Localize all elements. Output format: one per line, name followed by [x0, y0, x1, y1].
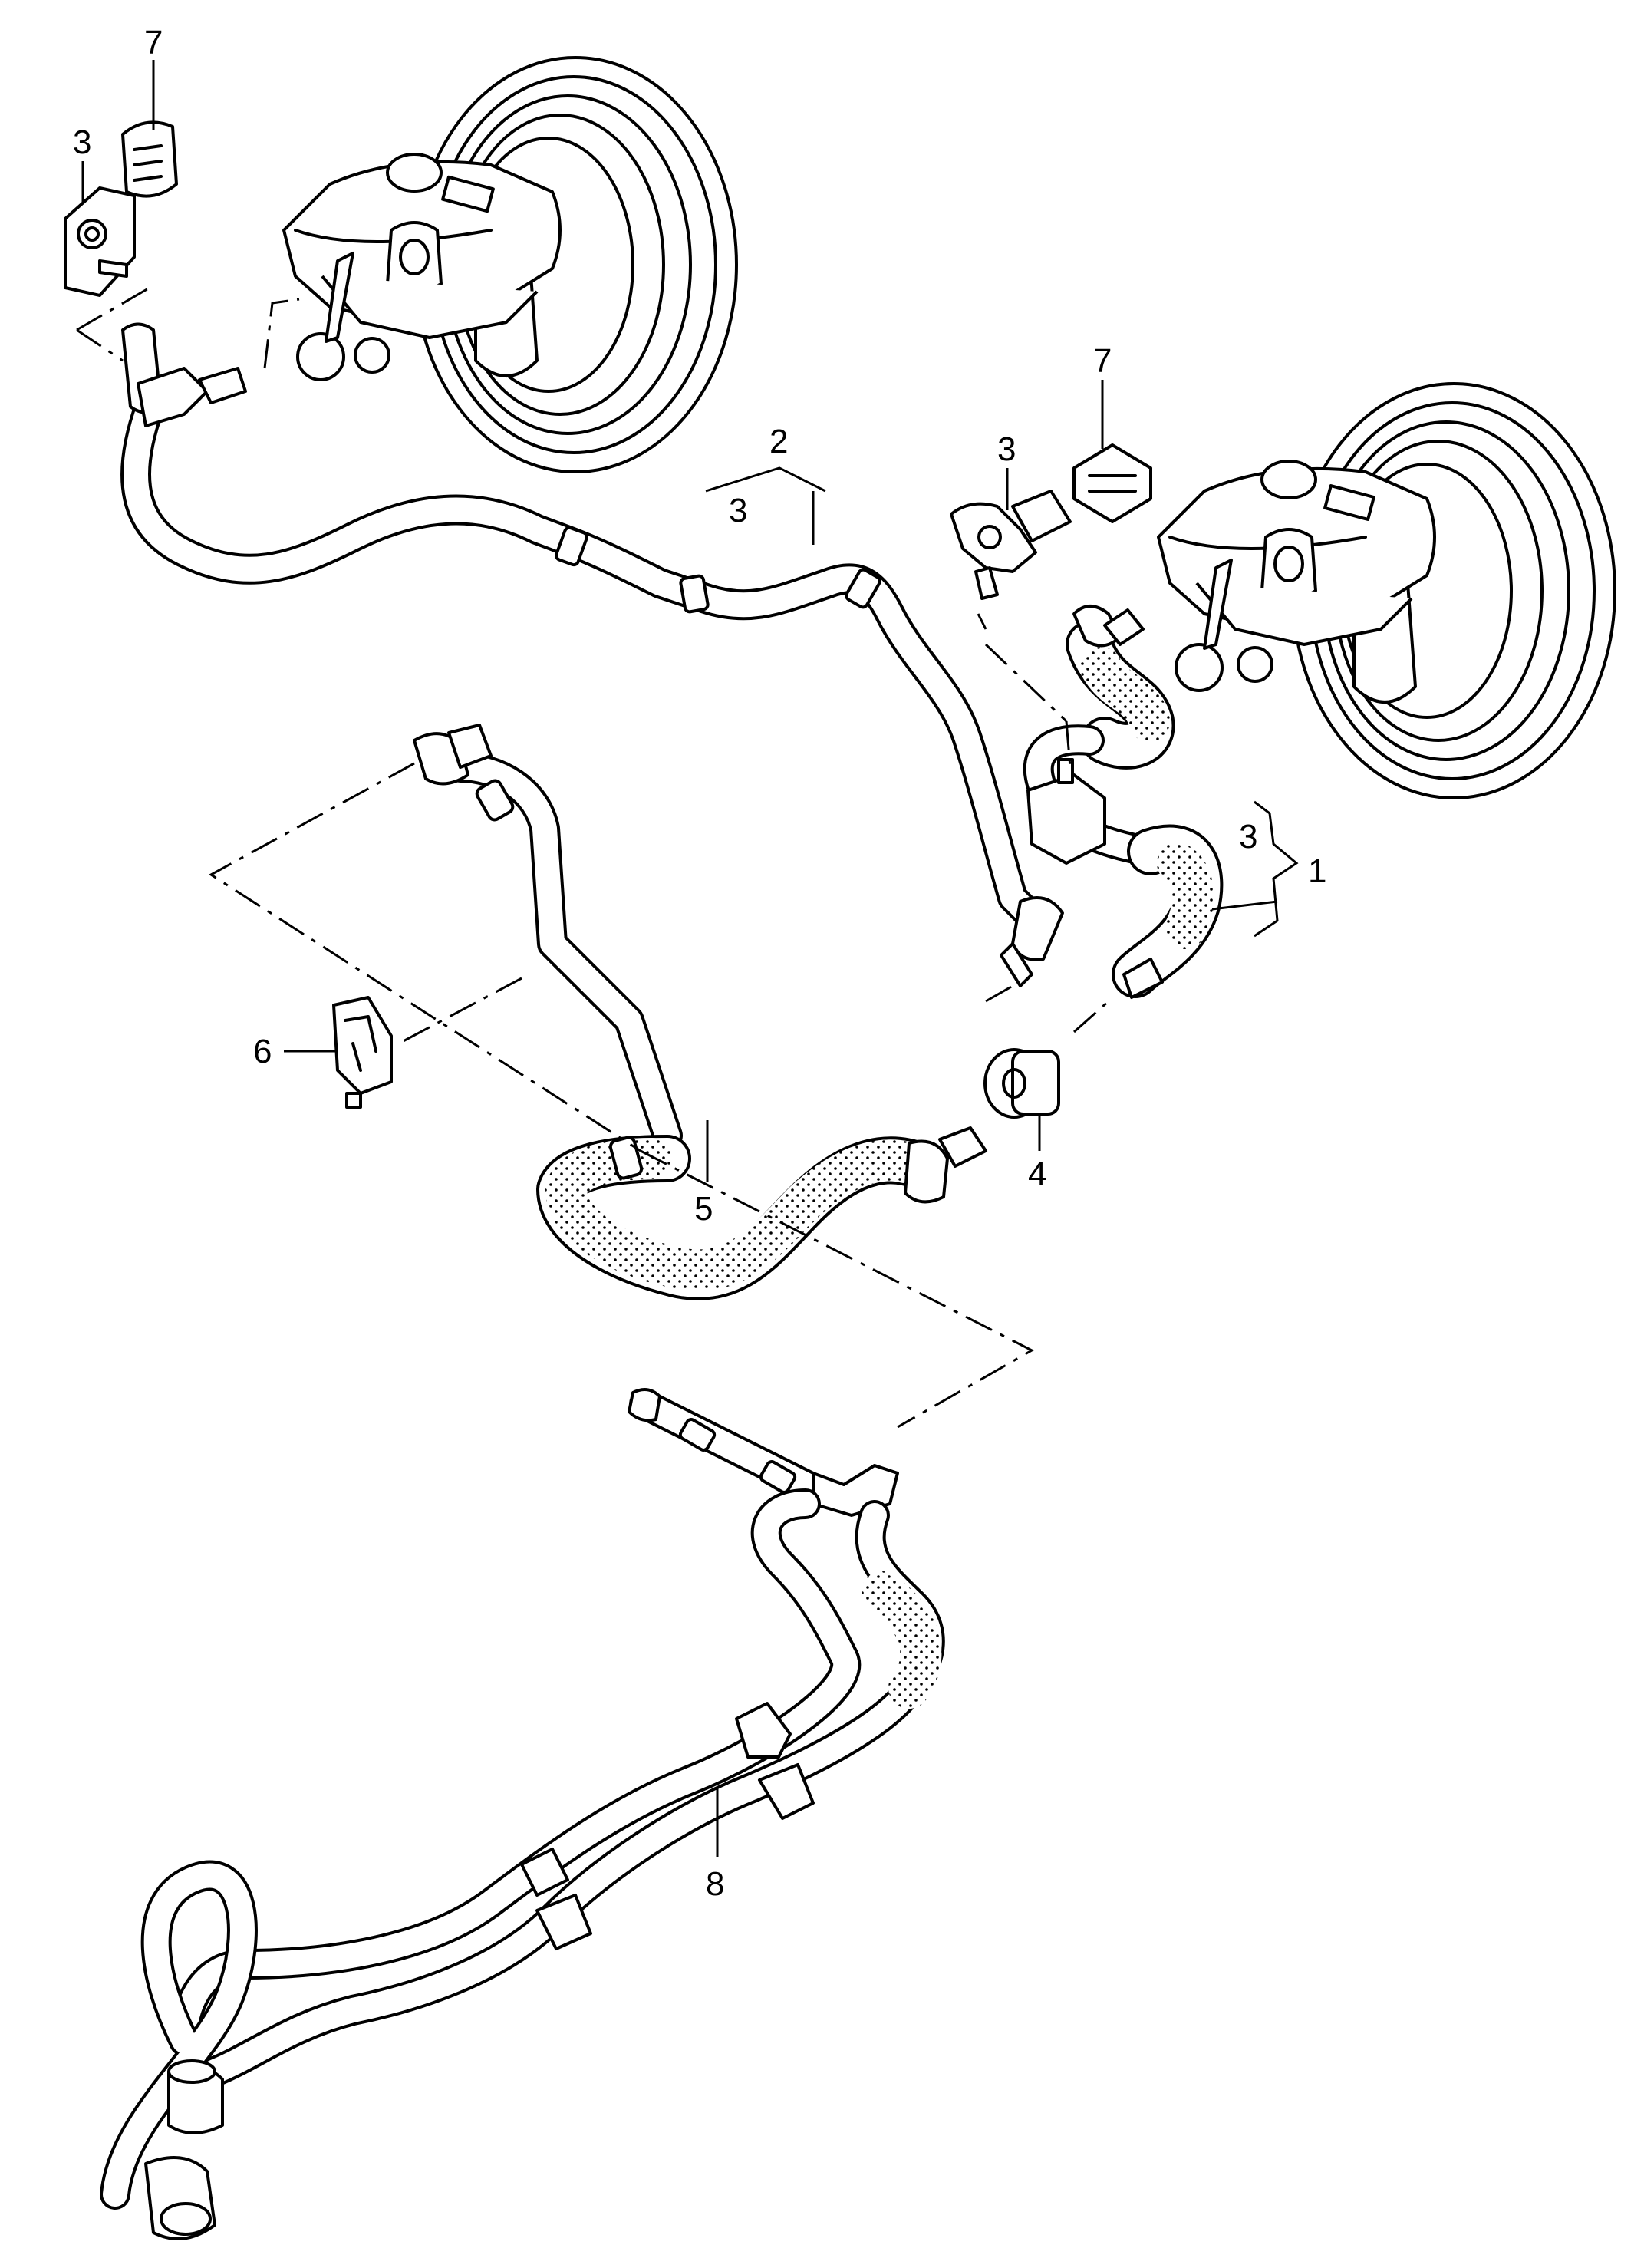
callout-labels: 7 3 2 3 7 3 3 1 6 4 5 8 — [73, 24, 1326, 1903]
vacuum-line-lower[interactable] — [100, 1388, 945, 2240]
check-valve[interactable] — [983, 1048, 1060, 1119]
callout-5: 5 — [694, 1190, 713, 1228]
leader-lines — [81, 60, 1299, 1857]
callout-7-top-left: 7 — [144, 24, 163, 61]
callout-8: 8 — [706, 1865, 724, 1903]
callout-7-mid-right: 7 — [1093, 342, 1112, 380]
pressure-sensor-top-left[interactable] — [64, 186, 136, 297]
master-cylinder-top — [282, 153, 562, 381]
pressure-sensor-mid-right[interactable] — [950, 490, 1072, 600]
callout-4: 4 — [1028, 1155, 1046, 1193]
callout-6: 6 — [253, 1033, 272, 1070]
vacuum-line-upper[interactable] — [120, 322, 1064, 987]
callout-1: 1 — [1308, 852, 1326, 890]
electrical-connector-top-left[interactable] — [121, 120, 178, 198]
dash-dot-reference-lines — [76, 286, 1109, 1429]
callout-3-mid-right: 3 — [997, 430, 1016, 468]
master-cylinder-right — [1157, 460, 1436, 692]
callout-3-bracket-right: 3 — [1239, 818, 1257, 855]
hose-clip[interactable] — [332, 996, 393, 1109]
callout-2: 2 — [769, 423, 788, 460]
callout-3-bracket-top: 3 — [729, 492, 747, 529]
electrical-connector-mid-right[interactable] — [1072, 443, 1152, 523]
vacuum-line-right[interactable] — [1023, 605, 1224, 999]
callout-3-top-left: 3 — [73, 124, 91, 161]
